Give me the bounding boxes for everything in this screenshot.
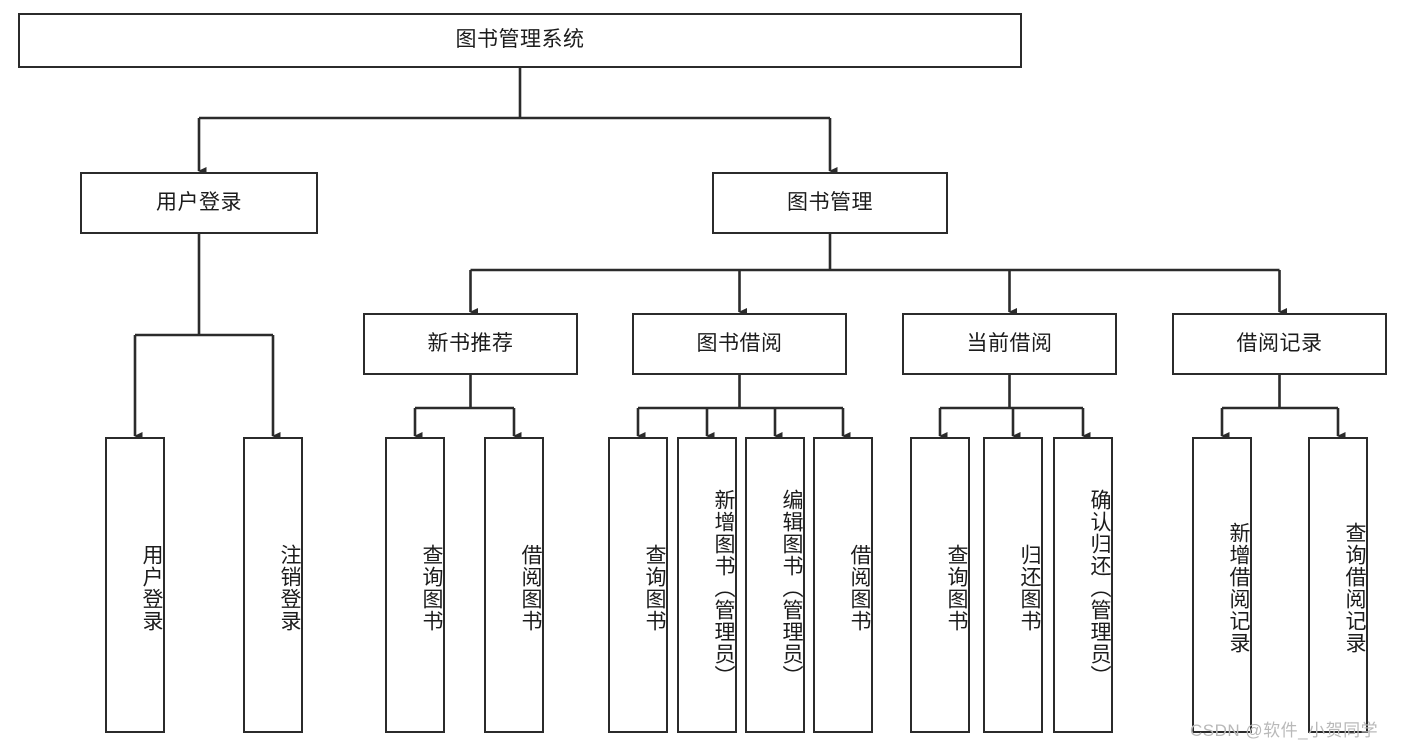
node-label: 新增借阅记录 xyxy=(1227,522,1250,654)
node-leaf-logout[interactable]: 注销登录 xyxy=(243,437,303,733)
node-label: 图书管理 xyxy=(787,190,873,214)
node-leaf-add-book-admin[interactable]: 新增图书（管理员） xyxy=(677,437,737,733)
node-label: 查询借阅记录 xyxy=(1343,522,1366,654)
node-new-book-recommend[interactable]: 新书推荐 xyxy=(363,313,578,375)
node-leaf-add-borrow-record[interactable]: 新增借阅记录 xyxy=(1192,437,1252,733)
node-label: 注销登录 xyxy=(278,544,301,632)
node-label: 图书借阅 xyxy=(696,331,783,355)
node-label: 编辑图书（管理员） xyxy=(780,489,803,687)
node-label: 查询图书 xyxy=(643,544,666,632)
node-user-login[interactable]: 用户登录 xyxy=(80,172,318,234)
node-label: 查询图书 xyxy=(945,544,968,632)
node-book-borrow[interactable]: 图书借阅 xyxy=(632,313,847,375)
node-label: 用户登录 xyxy=(156,190,242,214)
node-label: 借阅图书 xyxy=(848,544,871,632)
node-leaf-edit-book-admin[interactable]: 编辑图书（管理员） xyxy=(745,437,805,733)
node-borrow-record[interactable]: 借阅记录 xyxy=(1172,313,1387,375)
node-leaf-query-book-borrow[interactable]: 查询图书 xyxy=(608,437,668,733)
node-label: 查询图书 xyxy=(420,544,443,632)
node-leaf-query-book-current[interactable]: 查询图书 xyxy=(910,437,970,733)
node-root[interactable]: 图书管理系统 xyxy=(18,13,1022,68)
node-leaf-borrow-book[interactable]: 借阅图书 xyxy=(813,437,873,733)
node-label: 归还图书 xyxy=(1018,544,1041,632)
node-leaf-query-book-new[interactable]: 查询图书 xyxy=(385,437,445,733)
node-book-manage[interactable]: 图书管理 xyxy=(712,172,948,234)
node-leaf-query-borrow-record[interactable]: 查询借阅记录 xyxy=(1308,437,1368,733)
csdn-watermark: CSDN @软件_小贺同学 xyxy=(1190,721,1379,740)
node-leaf-user-login[interactable]: 用户登录 xyxy=(105,437,165,733)
node-leaf-confirm-return-admin[interactable]: 确认归还（管理员） xyxy=(1053,437,1113,733)
node-label: 借阅记录 xyxy=(1236,331,1323,355)
node-leaf-return-book[interactable]: 归还图书 xyxy=(983,437,1043,733)
node-leaf-borrow-book-new[interactable]: 借阅图书 xyxy=(484,437,544,733)
node-label: 新增图书（管理员） xyxy=(712,489,735,687)
node-label: 新书推荐 xyxy=(427,331,514,355)
node-label: 用户登录 xyxy=(140,544,163,632)
node-label: 借阅图书 xyxy=(519,544,542,632)
node-label: 当前借阅 xyxy=(966,331,1053,355)
node-label: 图书管理系统 xyxy=(455,28,585,52)
node-label: 确认归还（管理员） xyxy=(1088,489,1111,687)
node-current-borrow[interactable]: 当前借阅 xyxy=(902,313,1117,375)
